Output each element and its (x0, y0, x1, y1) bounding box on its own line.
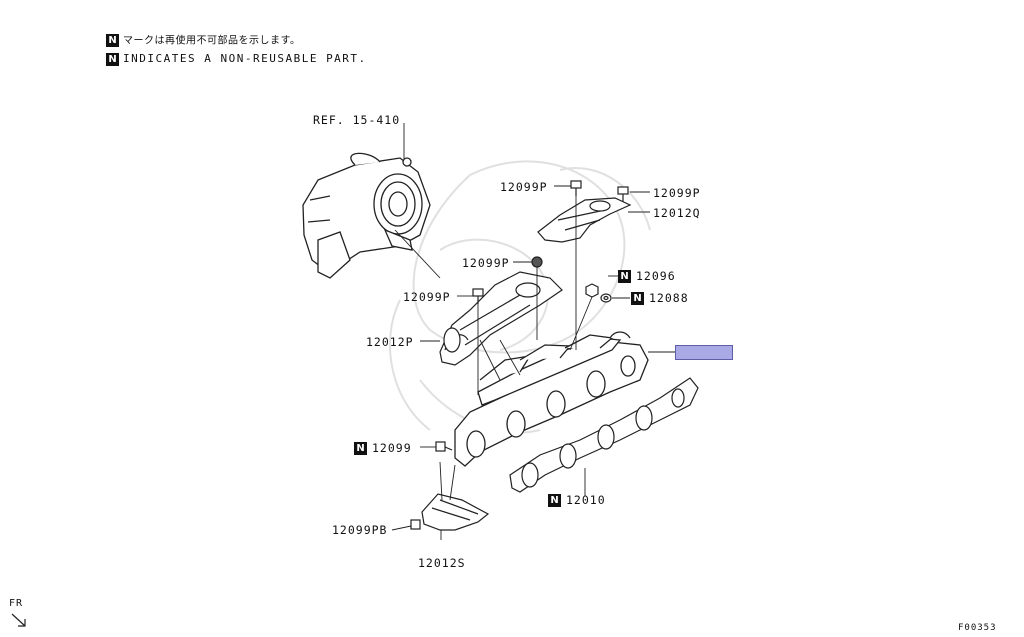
leader-lines (391, 123, 675, 540)
non-reusable-badge: N (631, 292, 644, 305)
nut-12096 (585, 283, 599, 298)
bolt-12099p-top-right (617, 186, 629, 202)
bolt-12099p-mid (531, 256, 543, 268)
washer-12088 (600, 293, 612, 303)
callout-12012p[interactable]: 12012P (366, 335, 414, 349)
callout-12010-label: 12010 (566, 493, 606, 507)
callout-12012q[interactable]: 12012Q (653, 206, 701, 220)
bolt-12099pb (410, 519, 421, 530)
callout-12099[interactable]: N 12099 (354, 441, 412, 455)
heat-cover-12012p (439, 271, 563, 366)
bolt-12099 (435, 441, 453, 452)
callout-12012s[interactable]: 12012S (418, 556, 466, 570)
callout-12099pb[interactable]: 12099PB (332, 523, 388, 537)
non-reusable-badge: N (106, 34, 119, 47)
callout-ref-turbo[interactable]: REF. 15-410 (313, 113, 401, 127)
non-reusable-badge: N (106, 52, 119, 66)
callout-12099p-left[interactable]: 12099P (403, 290, 451, 304)
bolt-12099p-top-left (570, 180, 582, 196)
watermark-logo (389, 160, 651, 434)
heat-cover-12012s (421, 493, 490, 531)
non-reusable-badge: N (548, 494, 561, 507)
exhaust-manifold-12010a (454, 331, 649, 467)
callout-12096[interactable]: N 12096 (618, 269, 676, 283)
front-direction-arrow-icon (11, 613, 26, 627)
front-orientation-label: FR (9, 598, 24, 609)
legend-en-text: INDICATES A NON-REUSABLE PART. (123, 52, 367, 65)
callout-12099-label: 12099 (372, 441, 412, 455)
legend-jp-text: マークは再使用不可部品を示します。 (123, 35, 301, 47)
fasteners (410, 180, 629, 530)
callout-12088[interactable]: N 12088 (631, 291, 689, 305)
manifold-gasket (509, 377, 699, 493)
non-reusable-badge: N (354, 442, 367, 455)
legend-japanese: N マークは再使用不可部品を示します。 (106, 34, 301, 49)
callout-12099p-top-right[interactable]: 12099P (653, 186, 701, 200)
callout-12099p-top-left[interactable]: 12099P (500, 180, 548, 194)
callout-12096-label: 12096 (636, 269, 676, 283)
callout-12099p-mid[interactable]: 12099P (462, 256, 510, 270)
highlighted-part-callout[interactable] (675, 345, 733, 360)
bolt-12099p-left (472, 288, 484, 304)
non-reusable-badge: N (618, 270, 631, 283)
figure-code: F00353 (958, 623, 997, 633)
heat-cover-12012q (537, 197, 632, 243)
turbocharger-reference (302, 152, 431, 279)
callout-12010[interactable]: N 12010 (548, 493, 606, 507)
legend-english: N INDICATES A NON-REUSABLE PART. (106, 52, 367, 66)
callout-12088-label: 12088 (649, 291, 689, 305)
